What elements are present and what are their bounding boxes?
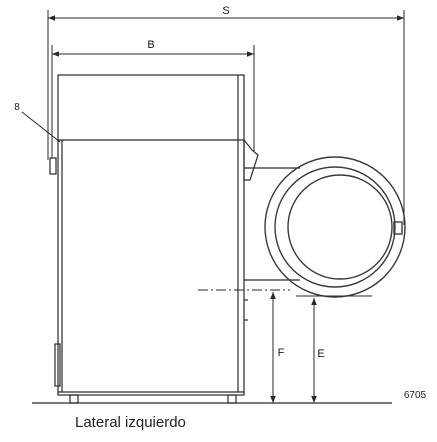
part-8-label: 8 [14,102,20,113]
dimension-B [51,45,255,158]
dimension-S-label: S [222,5,229,17]
rear-connector [243,138,259,181]
dimension-B-label: B [147,39,154,51]
door-ring [264,156,406,298]
dimension-S [47,10,405,225]
part-8-leader-line [21,111,61,143]
figure-code: 6705 [404,390,427,401]
machine-cabinet [49,74,248,404]
figure-caption: Lateral izquierdo [75,414,186,431]
drum-housing [244,167,300,281]
dimension-E-label: E [317,348,324,360]
dimension-F-label: F [278,347,285,359]
